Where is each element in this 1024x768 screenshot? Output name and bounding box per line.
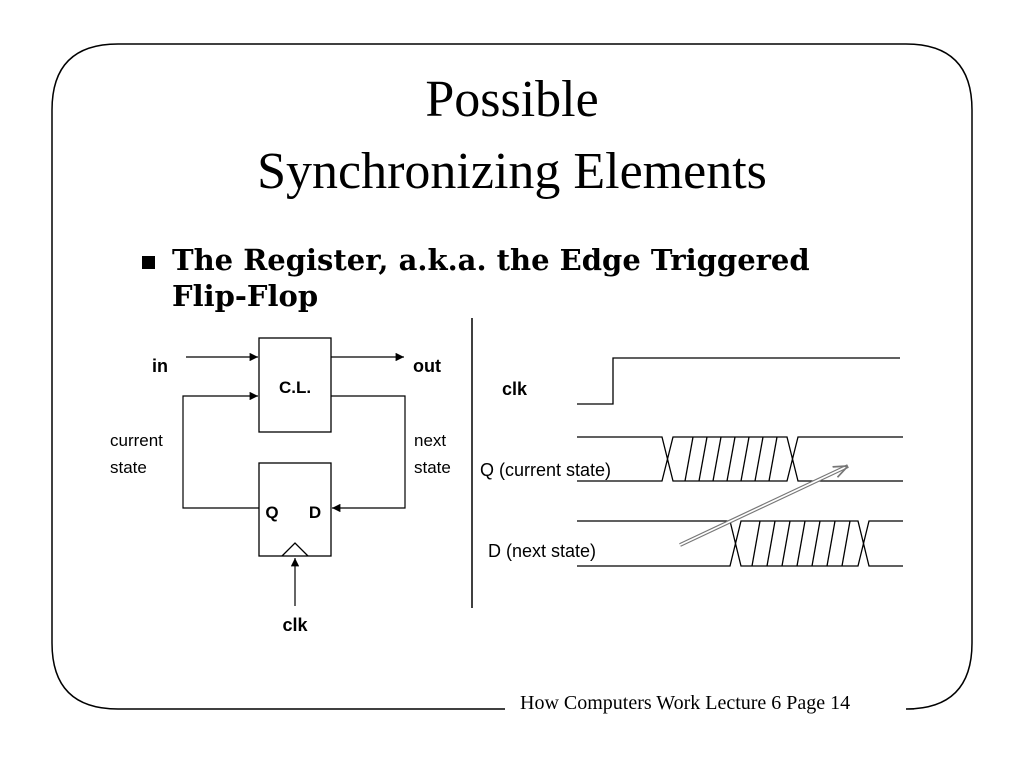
next-state-feedback — [331, 395, 406, 513]
current-state-label-1: current — [110, 431, 163, 450]
q-waveform — [577, 436, 903, 482]
q-label: Q — [265, 503, 278, 522]
timing-clk-label: clk — [502, 379, 528, 399]
footer-text: How Computers Work Lecture 6 Page 14 — [520, 692, 851, 714]
clk-waveform — [577, 357, 900, 405]
cl-label: C.L. — [279, 378, 311, 397]
clk-input-label: clk — [282, 615, 308, 635]
timing-d-label: D (next state) — [488, 541, 596, 561]
d-waveform — [577, 520, 903, 567]
out-label: out — [413, 356, 441, 376]
current-state-feedback — [182, 391, 259, 509]
next-state-label-2: state — [414, 458, 451, 477]
timing-diagram: clk Q (current state) D (next state) — [480, 357, 903, 567]
circuit-diagram: C.L. Q D in out current state next state… — [110, 337, 451, 635]
bullet-text: The Register, a.k.a. the Edge Triggered … — [172, 243, 810, 313]
in-label: in — [152, 356, 168, 376]
bullet-marker — [142, 256, 155, 269]
current-state-label-2: state — [110, 458, 147, 477]
next-state-label-1: next — [414, 431, 446, 450]
combinational-logic-box — [258, 337, 332, 433]
register-box — [258, 462, 332, 557]
clock-input-triangle — [281, 542, 309, 557]
timing-q-label: Q (current state) — [480, 460, 611, 480]
title-line-1: Possible — [425, 71, 599, 128]
d-label: D — [309, 503, 321, 522]
title-line-2: Synchronizing Elements — [257, 143, 767, 200]
causality-arrow — [679, 466, 848, 546]
